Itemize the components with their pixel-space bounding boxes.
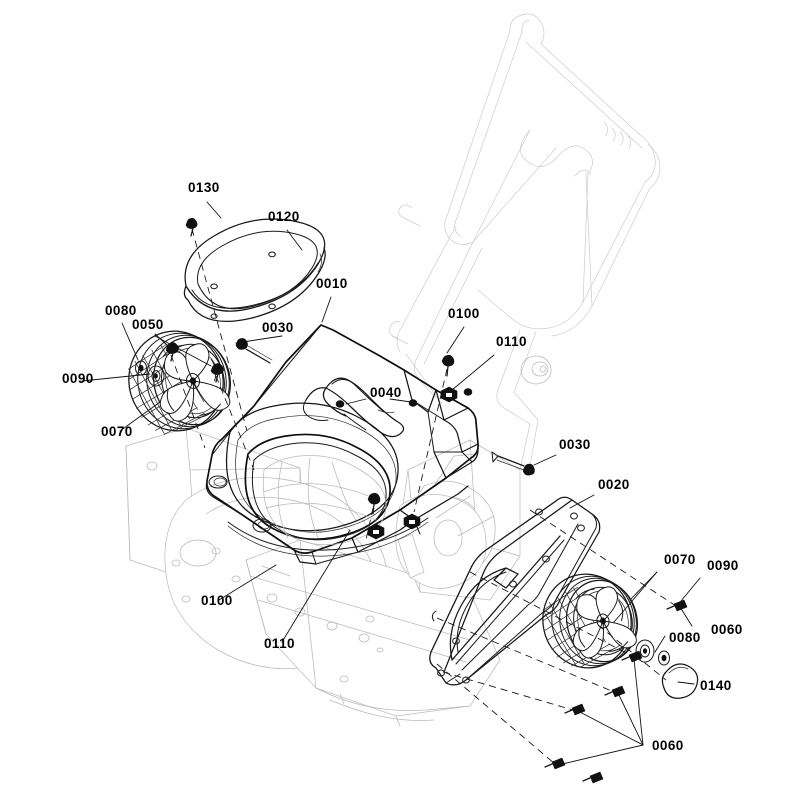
callout-0100-lower: 0100 — [201, 593, 233, 608]
callout-0090-left: 0090 — [62, 371, 94, 386]
part-0110-flange-nut-upper — [440, 386, 458, 403]
callout-0010: 0010 — [316, 276, 348, 291]
screw-0060-b — [621, 650, 643, 663]
callout-0060-right: 0060 — [711, 622, 743, 637]
callout-0090-right: 0090 — [707, 558, 739, 573]
screw-0060-d — [564, 703, 586, 716]
callout-labels: 0130 0120 0010 0080 0050 0030 0100 0110 … — [62, 180, 743, 753]
part-0040-rivet-right — [463, 388, 473, 396]
part-0030-screw-left — [235, 338, 273, 364]
callout-0030-left: 0030 — [262, 320, 294, 335]
callout-0070-right: 0070 — [664, 552, 696, 567]
part-0110-flange-nut-flank — [403, 513, 421, 530]
callout-0110-upper: 0110 — [496, 334, 527, 349]
part-0140-hub-cap — [661, 663, 699, 699]
callout-0050: 0050 — [132, 317, 164, 332]
part-0060-screws — [544, 599, 688, 784]
callout-0110-lower: 0110 — [264, 636, 295, 651]
part-0100-screw-lower-center — [367, 492, 381, 515]
callout-0070-left: 0070 — [101, 424, 133, 439]
callout-0040: 0040 — [370, 385, 402, 400]
callout-0080-left: 0080 — [105, 303, 137, 318]
part-0100-screw-upper-right — [441, 354, 455, 377]
part-0080-lock-washer-left — [147, 365, 165, 387]
part-0080-lock-washer-right — [658, 650, 670, 666]
callout-0120: 0120 — [268, 209, 300, 224]
callout-0130: 0130 — [188, 180, 220, 195]
callout-0030-right: 0030 — [559, 437, 591, 452]
part-0130-carriage-bolt — [185, 217, 198, 237]
callout-0060-bottom: 0060 — [652, 738, 684, 753]
part-0030-screw-right — [491, 451, 535, 476]
part-0070-wheel-left — [128, 330, 232, 435]
ghost-chassis-group — [125, 13, 661, 727]
screw-0060-f — [582, 771, 604, 784]
part-0110-flange-nut-lower — [367, 523, 385, 540]
assembly-axis-dashed-lines — [170, 228, 677, 764]
callout-0080-right: 0080 — [669, 630, 701, 645]
screw-0060-c — [604, 685, 626, 698]
screw-0060-e — [544, 757, 566, 770]
callout-0100-upper: 0100 — [448, 306, 480, 321]
screw-0060-a — [666, 599, 688, 612]
part-0040-rivets — [335, 399, 418, 408]
callout-0020: 0020 — [598, 477, 630, 492]
callout-leader-lines — [81, 201, 701, 766]
part-0120-bezel-ring — [183, 218, 326, 322]
part-0010-upper-housing — [205, 324, 479, 565]
part-0020-side-panel — [429, 496, 601, 686]
part-0070-wheel-right — [542, 573, 639, 669]
callout-0140: 0140 — [700, 678, 732, 693]
part-0090-flat-washer-right — [635, 639, 655, 663]
